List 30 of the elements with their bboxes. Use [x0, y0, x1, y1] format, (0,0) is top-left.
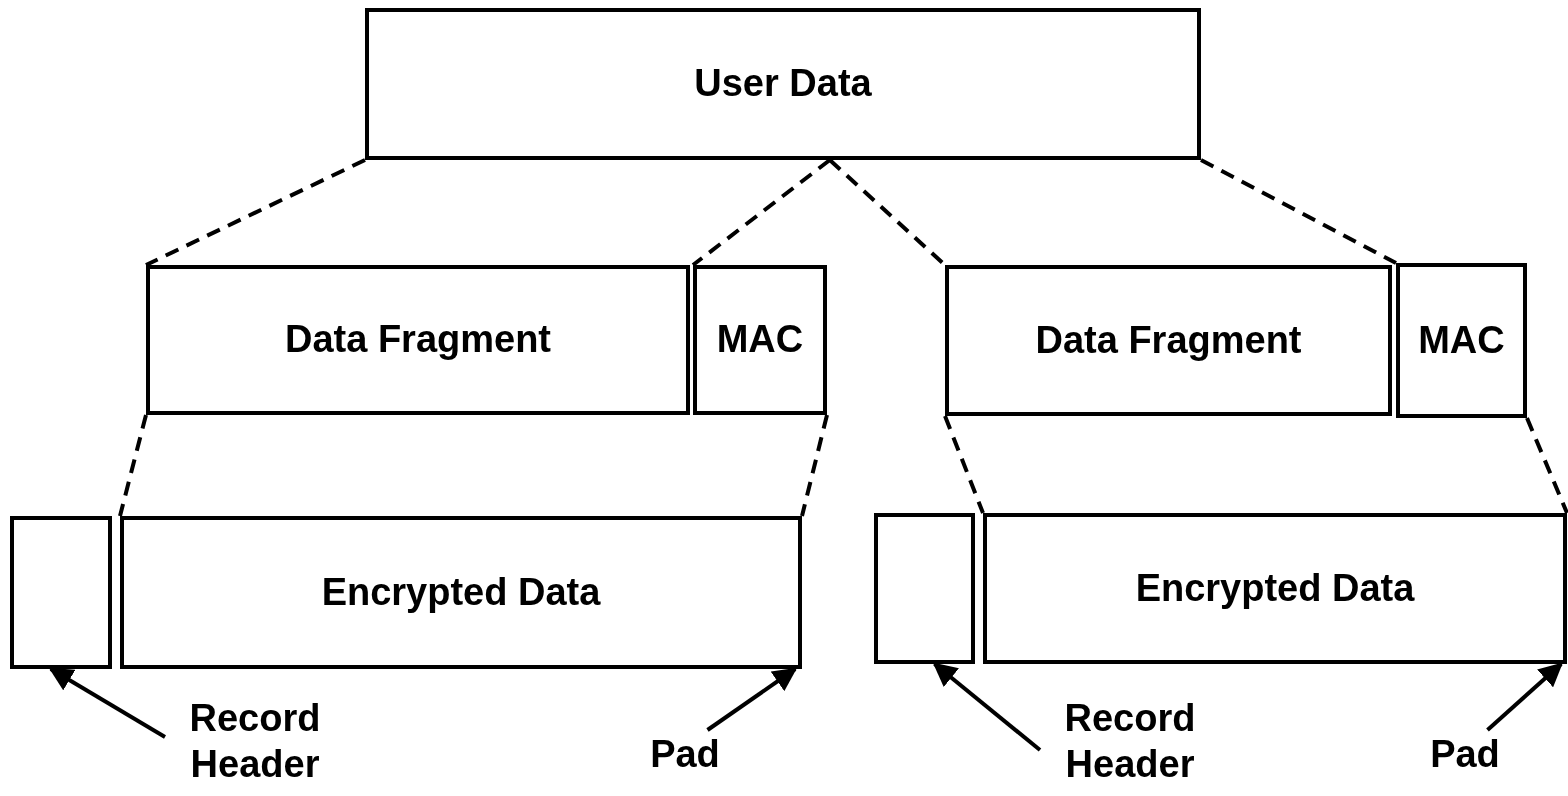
block-label: Encrypted Data	[1135, 565, 1415, 611]
dashed-line	[691, 158, 832, 267]
header-block	[10, 516, 112, 669]
leader-arrow	[706, 667, 798, 732]
block-label: User Data	[694, 61, 872, 107]
dashed-line	[145, 158, 366, 267]
callout-label: Pad	[1420, 730, 1510, 780]
callout-label: Record Header	[1040, 692, 1220, 792]
dashed-line	[943, 415, 985, 514]
data-block	[693, 265, 827, 415]
callout-label: Record Header	[165, 692, 345, 792]
header-block	[874, 513, 975, 664]
callout-label: Pad	[640, 730, 730, 780]
leader-arrow	[48, 667, 167, 739]
data-block	[1396, 263, 1527, 418]
data-block	[983, 513, 1567, 664]
dashed-line	[800, 414, 829, 517]
block-label: Encrypted Data	[321, 569, 601, 615]
leader-arrow	[1486, 662, 1563, 732]
block-label: Data Fragment	[1035, 317, 1302, 363]
dashed-line	[1200, 158, 1397, 265]
dashed-line	[1525, 417, 1568, 514]
data-block	[365, 8, 1201, 160]
block-label: MAC	[1418, 317, 1505, 363]
data-block	[146, 265, 690, 415]
data-block	[120, 516, 802, 669]
block-label: Data Fragment	[284, 317, 552, 363]
data-block	[945, 265, 1392, 416]
leader-arrow	[932, 662, 1042, 752]
block-label: MAC	[716, 317, 804, 363]
